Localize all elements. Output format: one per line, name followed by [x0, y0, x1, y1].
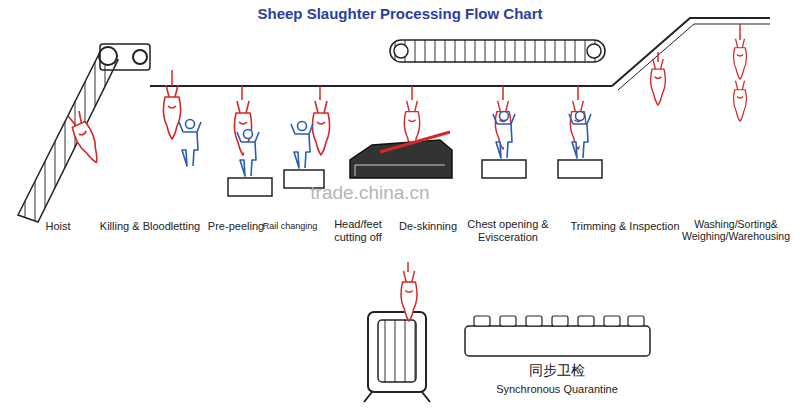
- chart-title: Sheep Slaughter Processing Flow Chart: [230, 5, 570, 22]
- step-label: Rail changing: [259, 221, 321, 231]
- step-label: Chest opening & Evisceration: [458, 218, 558, 243]
- step-label: Washing/Sorting& Weighing/Warehousing: [677, 218, 795, 242]
- step-label: Synchronous Quarantine: [482, 383, 632, 396]
- step-label: De-skinning: [392, 220, 464, 233]
- step-label: Killing & Bloodletting: [95, 220, 205, 233]
- chinese-caption: 同步卫检: [507, 362, 607, 378]
- step-label: Pre-peeling: [201, 220, 271, 233]
- step-label: Head/feet cutting off: [323, 218, 393, 243]
- step-label: Trimming & Inspection: [566, 220, 684, 233]
- step-label: Hoist: [23, 220, 93, 233]
- watermark: trade.china.cn: [300, 182, 440, 204]
